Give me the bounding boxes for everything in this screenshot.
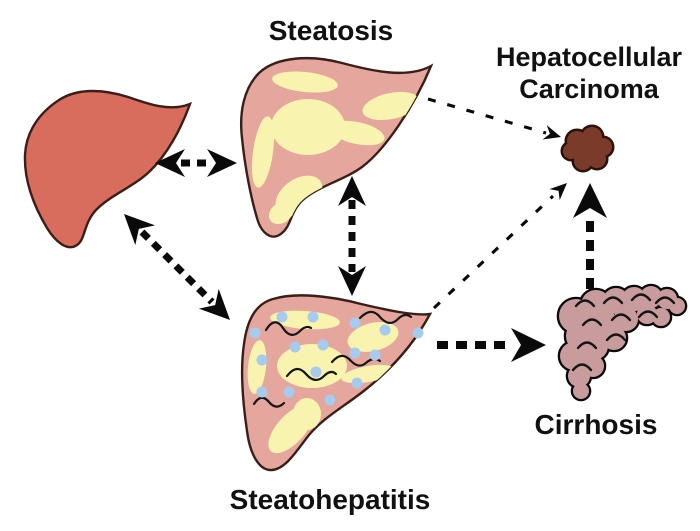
inflammatory-cell-dots: [249, 311, 424, 406]
arrow-cirrhosis-hcc: [573, 183, 607, 289]
arrow-normal-steatohepatitis: [124, 214, 230, 320]
label-cirrhosis: Cirrhosis: [534, 409, 658, 440]
cirrhosis-liver-shape: [556, 283, 688, 402]
normal-liver-shape: [23, 89, 193, 249]
cirrhotic-nodule-marks: [571, 293, 676, 372]
steatohepatitis-liver-shape: [240, 294, 433, 472]
arrow-steatohepatitis-hcc: [432, 183, 567, 310]
steatosis-liver-shape: [240, 56, 434, 238]
label-steatosis: Steatosis: [268, 15, 394, 46]
arrow-steatohepatitis-cirrhosis: [437, 328, 546, 362]
hcc-tumor-shape: [560, 124, 615, 173]
label-steatohepatitis: Steatohepatitis: [229, 484, 431, 515]
label-hepatocellular-carcinoma: Hepatocellular Carcinoma: [495, 42, 683, 104]
fat-deposits: [251, 71, 420, 225]
arrow-steatosis-steatohepatitis: [338, 176, 366, 296]
arrow-normal-steatosis: [155, 149, 237, 177]
arrow-steatosis-hcc: [427, 97, 561, 140]
